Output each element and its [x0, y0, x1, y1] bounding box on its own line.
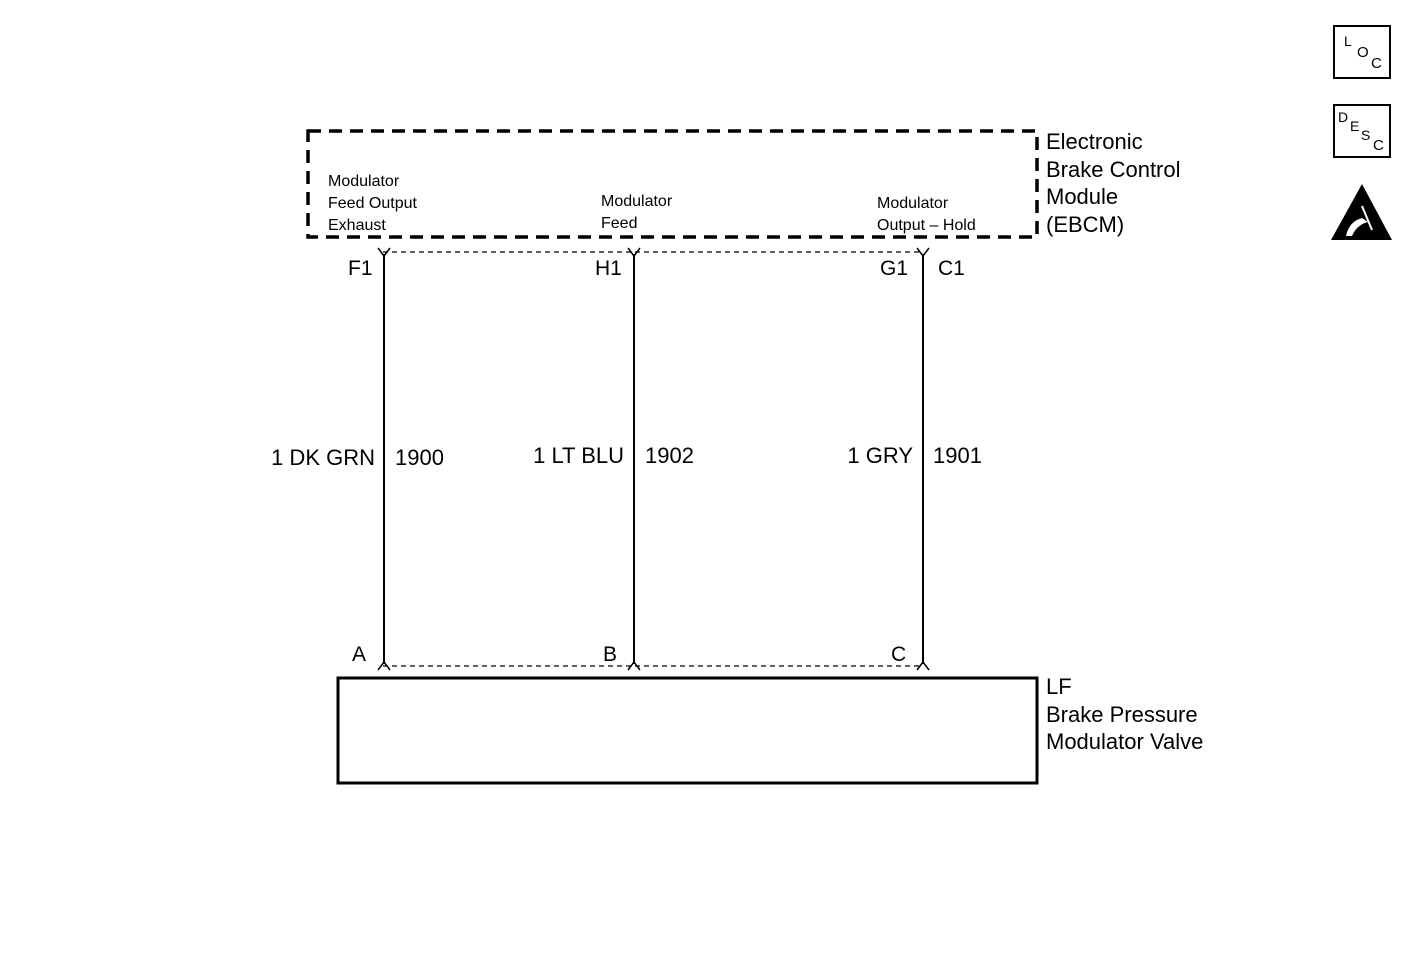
pin-c-terminal — [916, 660, 930, 671]
desc-badge-icon[interactable]: D E S C — [1333, 104, 1391, 158]
ebcm-module-box — [306, 129, 1039, 239]
pin-label-c1: C1 — [938, 257, 965, 280]
wire-circuit-label: 1901 — [933, 443, 982, 468]
wire-color-label: 1 DK GRN — [271, 445, 375, 470]
pin-b-terminal — [627, 660, 641, 671]
wire-circuit-label: 1900 — [395, 445, 444, 470]
pin-g1-terminal — [916, 247, 930, 258]
ebcm-circuit-g1-label: Modulator Output – Hold — [877, 195, 976, 234]
pin-h1-terminal — [627, 247, 641, 258]
pin-a-terminal — [377, 660, 391, 671]
pin-label-b: B — [603, 643, 618, 666]
pin-f1-terminal — [377, 247, 391, 258]
pin-label-c: C — [891, 643, 907, 666]
ebcm-circuit-h1-label: Modulator Feed — [601, 193, 673, 232]
esd-warning-icon — [1331, 184, 1392, 240]
wire-circuit-label: 1902 — [645, 443, 694, 468]
pin-label-a: A — [352, 643, 367, 666]
valve-component-label: LF Brake Pressure Modulator Valve — [1046, 674, 1204, 754]
wire-color-label: 1 LT BLU — [533, 443, 624, 468]
loc-badge-icon[interactable]: L O C — [1333, 25, 1391, 79]
ebcm-circuit-f1-label: Modulator Feed Output Exhaust — [328, 173, 417, 234]
wire-color-label: 1 GRY — [847, 443, 913, 468]
pin-label-g1: G1 — [880, 257, 909, 280]
pin-label-f1: F1 — [348, 257, 373, 280]
ebcm-component-label: Electronic Brake Control Module (EBCM) — [1046, 129, 1181, 237]
pin-label-h1: H1 — [595, 257, 622, 280]
valve-box — [336, 676, 1039, 785]
